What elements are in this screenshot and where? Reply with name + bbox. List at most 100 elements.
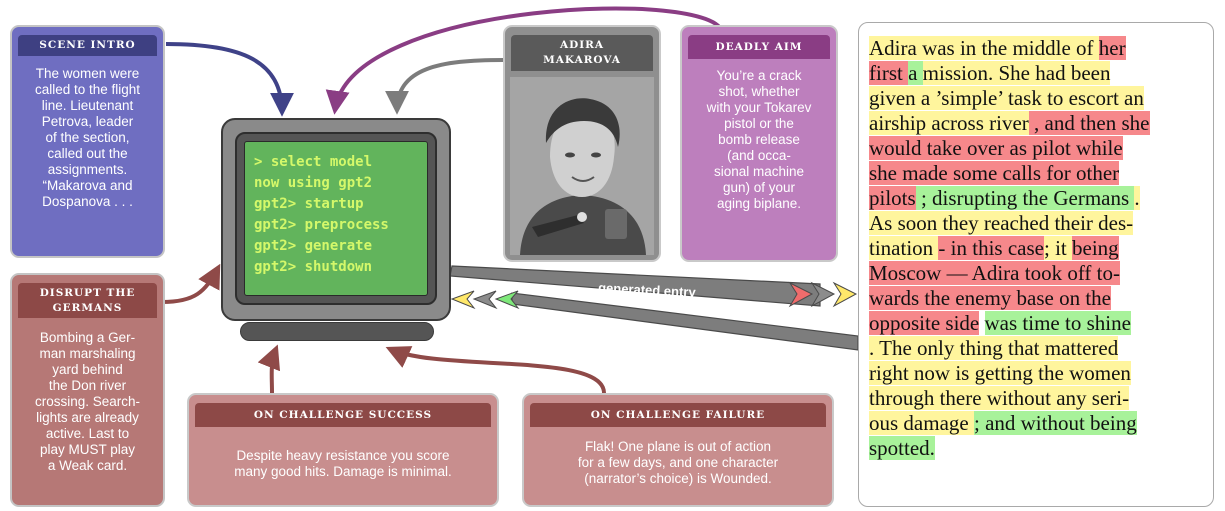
text-line: yard behind <box>52 362 123 377</box>
story-segment: spotted. <box>869 436 935 460</box>
text-line: sional machine <box>713 164 805 179</box>
title-line: GERMANS <box>52 301 123 314</box>
text-line: with your Tokarev <box>706 100 812 115</box>
disrupt-title: DISRUPT THE GERMANS <box>18 283 157 318</box>
text-line: gun) of your <box>722 180 796 195</box>
scene-intro-text: The women were called to the flight line… <box>12 66 163 210</box>
story-segment <box>979 311 984 335</box>
story-segment: would take over as pilot while <box>869 136 1123 160</box>
story-segment: a <box>908 61 923 85</box>
story-line: she made some calls for other <box>869 161 1205 186</box>
story-segment: pilots <box>869 186 916 210</box>
text-line: aging biplane. <box>716 196 802 211</box>
story-segment: opposite side <box>869 311 980 335</box>
story-segment: given a ’simple’ task to escort an <box>869 86 1144 110</box>
terminal-line: gpt2> startup <box>254 196 364 212</box>
terminal-line: gpt2> preprocess <box>254 217 389 233</box>
deadly-aim-text: You’re a crack shot, whether with your T… <box>682 68 836 212</box>
text-line: pistol or the <box>724 116 794 131</box>
text-line: You’re a crack <box>716 68 802 83</box>
disrupt-card: DISRUPT THE GERMANS Bombing a Ger- man m… <box>10 273 165 507</box>
terminal-line: > select model <box>254 154 373 170</box>
monitor-bezel: > select model now using gpt2 gpt2> star… <box>235 132 437 305</box>
success-card: ON CHALLENGE SUCCESS Despite heavy resis… <box>187 393 499 507</box>
story-line: Adira was in the middle of her <box>869 36 1205 61</box>
generated-entry-gray-head <box>810 281 836 308</box>
deadly-aim-arrow <box>325 6 724 115</box>
text-line: of the section, <box>45 130 130 145</box>
adira-arrow <box>385 58 504 115</box>
scene-intro-card: SCENE INTRO The women were called to the… <box>10 25 165 258</box>
story-line: As soon they reached their des- <box>869 211 1205 236</box>
terminal-screen: > select model now using gpt2 gpt2> star… <box>244 141 428 296</box>
text-line: man marshaling <box>39 346 136 361</box>
text-line: The women were <box>35 66 140 81</box>
story-segment: she made some calls for other <box>869 161 1120 185</box>
story-segment: was time to shine <box>984 311 1131 335</box>
story-segment: Adira was in the middle of <box>869 36 1099 60</box>
terminal-line: gpt2> generate <box>254 238 373 254</box>
story-segment: , and then she <box>1028 111 1150 135</box>
story-segment: . <box>1134 186 1140 210</box>
deadly-aim-card: DEADLY AIM You’re a crack shot, whether … <box>680 25 838 262</box>
text-line: Bombing a Ger- <box>39 330 136 345</box>
user-edits-green-head <box>494 290 520 310</box>
story-segment: ; and without being <box>973 411 1137 435</box>
story-line: airship across river , and then she <box>869 111 1205 136</box>
scene-intro-title: SCENE INTRO <box>18 35 157 56</box>
success-arrow <box>257 344 281 394</box>
story-segment: As soon they reached their des- <box>869 211 1134 235</box>
text-line: a Weak card. <box>47 458 128 473</box>
text-line: crossing. Search- <box>34 394 141 409</box>
failure-card: ON CHALLENGE FAILURE Flak! One plane is … <box>522 393 834 507</box>
text-line: (and occa- <box>727 148 791 163</box>
terminal-line: gpt2> shutdown <box>254 259 373 275</box>
text-line: line. Lieutenant <box>41 98 134 113</box>
text-line: Petrova, leader <box>41 114 134 129</box>
text-line: (narrator’s choice) is Wounded. <box>584 471 772 486</box>
story-segment: through there without any seri- <box>869 386 1130 410</box>
disrupt-text: Bombing a Ger- man marshaling yard behin… <box>12 330 163 474</box>
text-line: “Makarova and <box>42 178 133 193</box>
text-line: Dospanova . . . <box>42 194 133 209</box>
story-line: spotted. <box>869 436 1205 461</box>
story-segment: first <box>869 61 909 85</box>
story-line: . The only thing that mattered <box>869 336 1205 361</box>
story-segment: ; it <box>1043 236 1072 260</box>
story-segment: ous damage <box>869 411 974 435</box>
title-line: MAKAROVA <box>543 54 621 66</box>
text-line: the Don river <box>48 378 127 393</box>
disrupt-arrow <box>161 263 221 304</box>
story-segment: mission. She had been <box>922 61 1111 85</box>
story-segment: ; disrupting the Germans <box>915 186 1135 210</box>
user-edits-gray-head <box>472 290 498 310</box>
failure-arrow <box>385 346 606 394</box>
story-line: ous damage ; and without being <box>869 411 1205 436</box>
text-line: for a few days, and one character <box>577 455 779 470</box>
story-segment: - in this case <box>938 236 1044 260</box>
generated-entry-red-head <box>788 281 814 308</box>
user-edits-yellow-head <box>450 290 476 310</box>
text-line: bomb release <box>718 132 800 147</box>
text-line: Flak! One plane is out of action <box>584 439 772 454</box>
story-segment: . The only thing that mattered <box>869 336 1119 360</box>
story-segment: Moscow — Adira took off to- <box>869 261 1121 285</box>
failure-title: ON CHALLENGE FAILURE <box>530 403 826 427</box>
terminal-line: now using gpt2 <box>254 175 373 191</box>
story-line: pilots ; disrupting the Germans . <box>869 186 1205 211</box>
adira-portrait <box>510 77 654 255</box>
story-segment: being <box>1072 236 1119 260</box>
title-line: ADIRA <box>559 39 605 51</box>
story-line: opposite side was time to shine <box>869 311 1205 336</box>
story-segment: her <box>1098 36 1126 60</box>
story-line: Moscow — Adira took off to- <box>869 261 1205 286</box>
monitor-stand <box>240 322 434 341</box>
story-line: through there without any seri- <box>869 386 1205 411</box>
story-line: tination - in this case; it being <box>869 236 1205 261</box>
text-line: lights are already <box>36 410 139 425</box>
story-line: given a ’simple’ task to escort an <box>869 86 1205 111</box>
scene-intro-arrow <box>165 42 294 117</box>
text-line: active. Last to <box>45 426 130 441</box>
